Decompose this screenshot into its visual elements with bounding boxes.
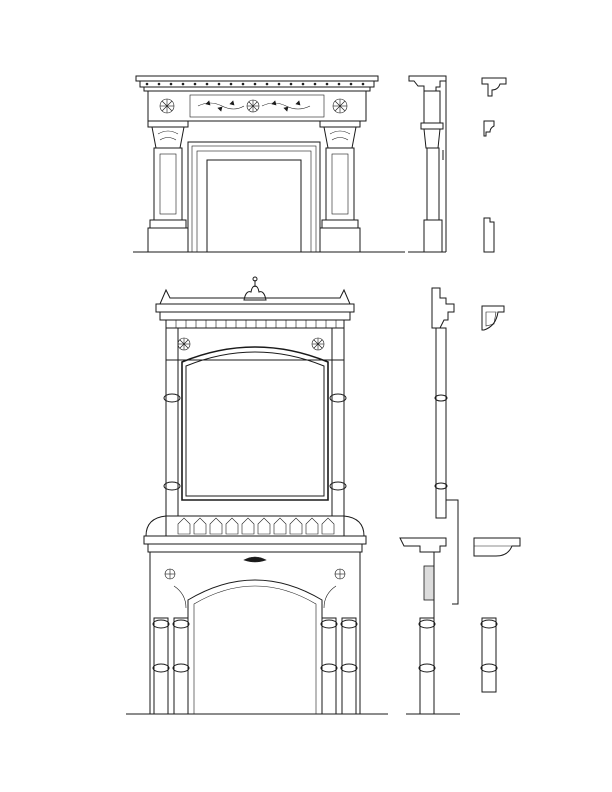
capital-moulding-profile [483,120,495,137]
rosette-left [159,98,175,114]
opening-frame [187,141,321,253]
mantel-front-elevation [133,75,405,253]
top-cornice [155,303,355,313]
pilaster-right [325,147,355,221]
lower-spandrel-ornament [164,556,346,609]
pilaster-left [153,147,183,221]
upper-column-left [165,327,179,517]
lower-arch-opening [187,579,323,714]
cresting-rail [159,288,351,305]
top-cornice-section [431,287,455,329]
mirror-frame-section [435,327,447,519]
capital-abacus-right [319,120,361,128]
cornice-fillet [143,86,371,92]
lower-shelf [143,535,367,545]
frieze-section [423,90,441,124]
lancet-rail [165,515,345,537]
cresting-finial [243,276,267,301]
lower-mantel-body [149,551,361,715]
overmantel-profiles [473,305,521,693]
colonnettes-right [320,617,358,715]
colonnette-profile [481,617,497,693]
lower-shelf-section [399,537,447,553]
fireplace-opening [206,159,302,253]
mantel-side-section [408,75,447,253]
pilaster-section [426,147,440,221]
colonnettes-left [152,617,190,715]
top-cornice-profile [481,305,505,331]
lintel-section [423,565,435,601]
base-moulding-profile [483,217,495,253]
mirror-glass [185,351,325,497]
dentil-band-upper [175,320,337,328]
back-panel-section [446,499,459,605]
spandrel-rosette-right [311,337,325,351]
plinth-right [319,227,361,253]
plinth-section [423,219,443,253]
lower-shelf-crown [145,515,365,537]
rosette-right [332,98,348,114]
overmantel-side-section [399,287,460,715]
overmantel-front-elevation [126,276,388,715]
upper-column-right [331,327,345,517]
rosette-center [246,99,260,113]
spandrel-rosette-left [177,337,191,351]
foliate-frieze-ornament [197,100,311,112]
capital-section [420,122,444,130]
plinth-left [147,227,189,253]
dentil-band [145,82,365,86]
capital-abacus-left [147,120,189,128]
lower-shelf-profile [473,537,521,557]
mirror-frame [181,346,329,501]
mantel-profiles [481,77,507,253]
frieze-panel [189,94,325,118]
colonnette-section [419,617,435,715]
lancet-panels [177,517,335,535]
plinth-cap-left [149,219,187,229]
plinth-cap-right [321,219,359,229]
frieze [147,90,367,122]
shelf-moulding-profile [481,77,507,97]
shelf-profile [408,75,447,92]
mantel-shelf [135,75,379,82]
